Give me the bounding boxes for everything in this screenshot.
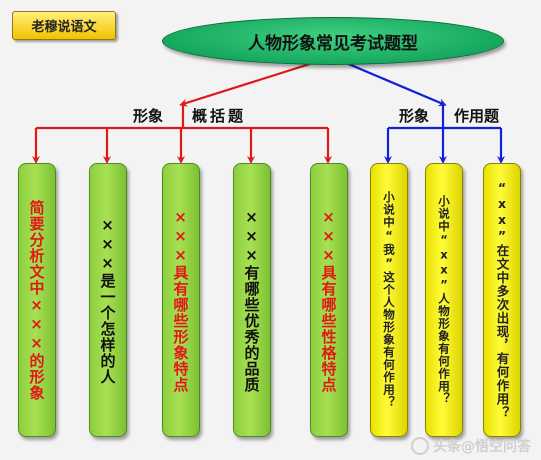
- node-role-of-me: 小说中“我”这个人物形象有何作用？: [370, 163, 408, 437]
- watermark-text: 头条@悟空问答: [433, 439, 531, 455]
- node-brief-analysis: 简要分析文中×××的形象: [18, 163, 56, 437]
- node-image-traits: ×××具有哪些形象特点: [162, 163, 200, 437]
- left-branch-label-b: 概括题: [189, 105, 250, 126]
- watermark: 头条@悟空问答: [411, 436, 531, 456]
- node-what-kind-of-person: ×××是一个怎样的人: [89, 163, 127, 437]
- root-title-node: 人物形象常见考试题型: [162, 17, 504, 65]
- node-personality-traits-text: ×××具有哪些性格特点: [319, 207, 338, 393]
- node-good-qualities-text: ×××有哪些优秀的品质: [242, 207, 261, 393]
- node-repeated-appearance: “xx”在文中多次出现，有何作用？: [483, 163, 521, 437]
- right-branch-label-b: 作用题: [451, 105, 503, 126]
- author-tag: 老穆说语文: [12, 11, 116, 40]
- node-brief-analysis-text: 简要分析文中×××的形象: [27, 199, 46, 401]
- root-title-text: 人物形象常见考试题型: [248, 33, 418, 54]
- node-role-of-me-text: 小说中“我”这个人物形象有何作用？: [382, 191, 396, 409]
- left-branch-label-a: 形象: [130, 105, 167, 126]
- right-branch-label-a: 形象: [396, 105, 433, 126]
- node-role-of-xx-text: 小说中“xx”人物形象有何作用？: [437, 195, 451, 405]
- watermark-logo-icon: [411, 437, 429, 455]
- right-branch-connector: [331, 55, 505, 164]
- node-role-of-xx: 小说中“xx”人物形象有何作用？: [425, 163, 463, 437]
- node-image-traits-text: ×××具有哪些形象特点: [171, 207, 190, 393]
- node-good-qualities: ×××有哪些优秀的品质: [233, 163, 271, 437]
- left-branch-connector: [32, 55, 333, 164]
- node-repeated-appearance-text: “xx”在文中多次出现，有何作用？: [494, 180, 510, 420]
- node-personality-traits: ×××具有哪些性格特点: [310, 163, 348, 437]
- node-what-kind-of-person-text: ×××是一个怎样的人: [98, 215, 117, 385]
